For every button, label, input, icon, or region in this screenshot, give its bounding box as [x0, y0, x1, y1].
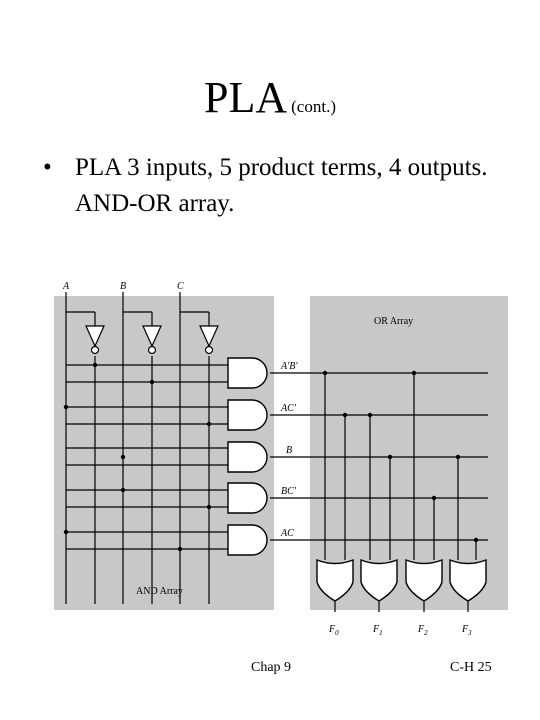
footer-chapter: Chap 9 [251, 660, 292, 675]
and-gate-3 [227, 441, 268, 473]
output-label-f2: F2 [417, 624, 428, 637]
connection-dots [63, 362, 479, 552]
product-term-label-4: BC′ [281, 486, 297, 497]
bullet-text: PLA 3 inputs, 5 product terms, 4 outputs… [75, 154, 488, 217]
and-array-wiring [65, 292, 488, 612]
input-label-c: C [177, 281, 184, 292]
and-array-label: AND Array [136, 586, 183, 597]
or-gate-f1 [360, 558, 398, 602]
and-gate-2 [227, 399, 268, 431]
title-suffix: (cont.) [291, 97, 336, 116]
or-array-label: OR Array [374, 316, 413, 327]
product-term-label-2: AC′ [280, 403, 297, 414]
slide-title: PLA (cont.) [0, 72, 540, 123]
bullet-point: • PLA 3 inputs, 5 product terms, 4 outpu… [43, 150, 513, 222]
pla-diagram: A B C [54, 281, 508, 637]
bullet-icon: • [43, 154, 52, 181]
input-label-b: B [120, 281, 126, 292]
title-main: PLA [204, 73, 288, 122]
input-label-a: A [62, 281, 70, 292]
inverter-c [199, 325, 219, 355]
or-gate-f2 [405, 558, 443, 602]
and-gate-5 [227, 524, 268, 556]
footer-page: C-H 25 [450, 660, 492, 675]
product-term-label-5: AC [280, 528, 294, 539]
or-array-background [310, 296, 508, 610]
product-term-label-1: A′B′ [280, 361, 298, 372]
and-gate-1 [227, 357, 268, 389]
inverter-a [85, 325, 105, 355]
or-gate-f3 [449, 558, 487, 602]
and-gate-4 [227, 482, 268, 514]
output-label-f3: F3 [461, 624, 472, 637]
output-label-f0: F0 [328, 624, 339, 637]
or-gate-f0 [316, 558, 354, 602]
product-term-label-3: B [286, 445, 292, 456]
inverter-b [142, 325, 162, 355]
output-label-f1: F1 [372, 624, 383, 637]
